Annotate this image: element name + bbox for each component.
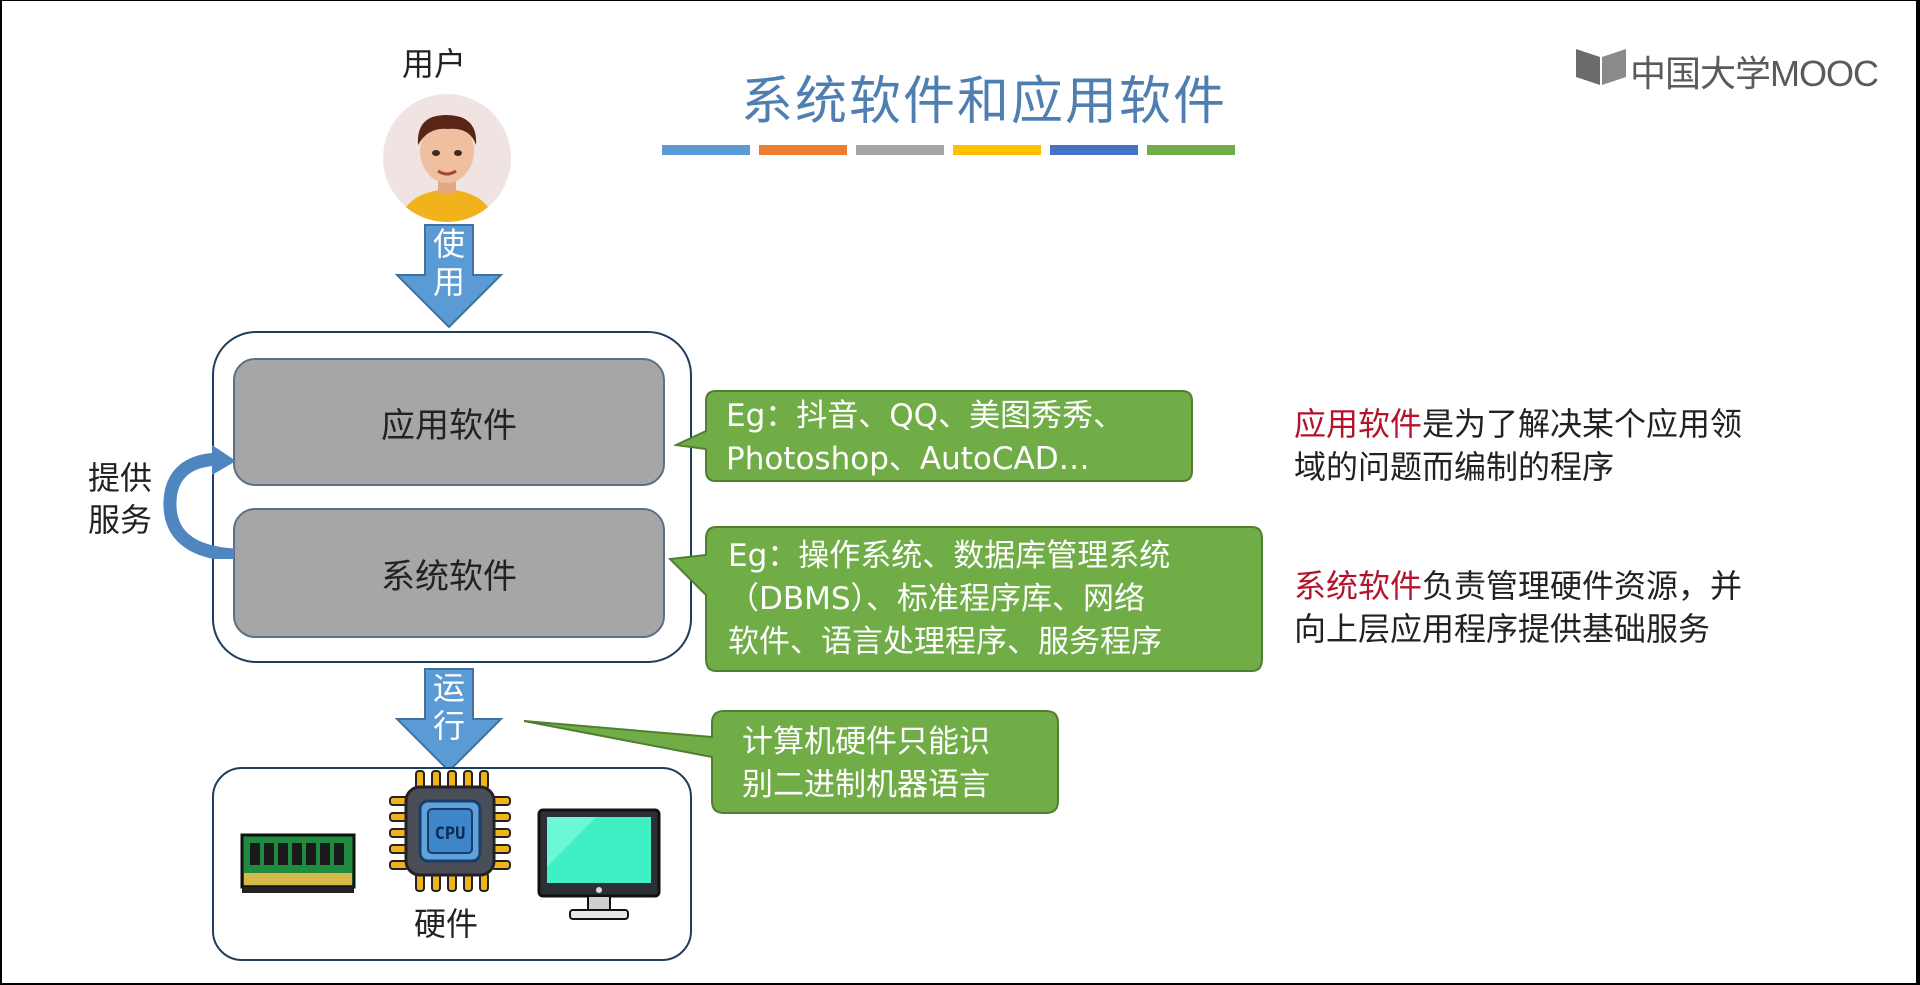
title-stripe — [662, 145, 750, 155]
cpu-chip-icon: CPU — [389, 770, 511, 892]
run-arrow-label: 运 行 — [432, 669, 465, 745]
use-arrow-icon — [395, 224, 503, 329]
run-arrow-icon — [395, 668, 503, 773]
app-examples-callout-shape — [674, 390, 1193, 482]
sys-examples-callout: Eg：操作系统、数据库管理系统 （DBMS）、标准程序库、网络 软件、语言处理程… — [728, 538, 1171, 660]
app-software-description: 应用软件是为了解决某个应用领 域的问题而编制的程序 — [1294, 405, 1743, 486]
provide-service-arrow-icon — [163, 445, 236, 559]
monitor-icon — [537, 808, 661, 920]
use-arrow-label: 使 用 — [432, 225, 465, 301]
title-stripe — [759, 145, 847, 155]
user-avatar-icon — [383, 94, 511, 222]
hardware-label: 硬件 — [414, 905, 479, 943]
hardware-note-callout-shape — [523, 710, 1059, 814]
sys-software-description: 系统软件负责管理硬件资源，并 向上层应用程序提供基础服务 — [1294, 567, 1743, 648]
memory-stick-icon — [240, 833, 356, 893]
title-stripe — [953, 145, 1041, 155]
title-stripe — [856, 145, 944, 155]
app-examples-callout: Eg：抖音、QQ、美图秀秀、 Photoshop、AutoCAD… — [726, 398, 1125, 477]
user-label: 用户 — [402, 45, 467, 83]
title-stripe — [1050, 145, 1138, 155]
cpu-chip-text: CPU — [435, 824, 466, 844]
application-software-layer: 应用软件 — [233, 358, 665, 486]
sys-examples-callout-shape — [668, 526, 1263, 672]
mooc-logo-icon — [1576, 49, 1626, 85]
slide-title: 系统软件和应用软件 — [740, 72, 1227, 132]
system-software-layer: 系统软件 — [233, 508, 665, 638]
provide-service-label: 提供 服务 — [88, 459, 153, 539]
mooc-logo-text: 中国大学MOOC — [1630, 53, 1879, 94]
hardware-note-callout: 计算机硬件只能识 别二进制机器语言 — [742, 724, 990, 803]
title-stripe — [1147, 145, 1235, 155]
